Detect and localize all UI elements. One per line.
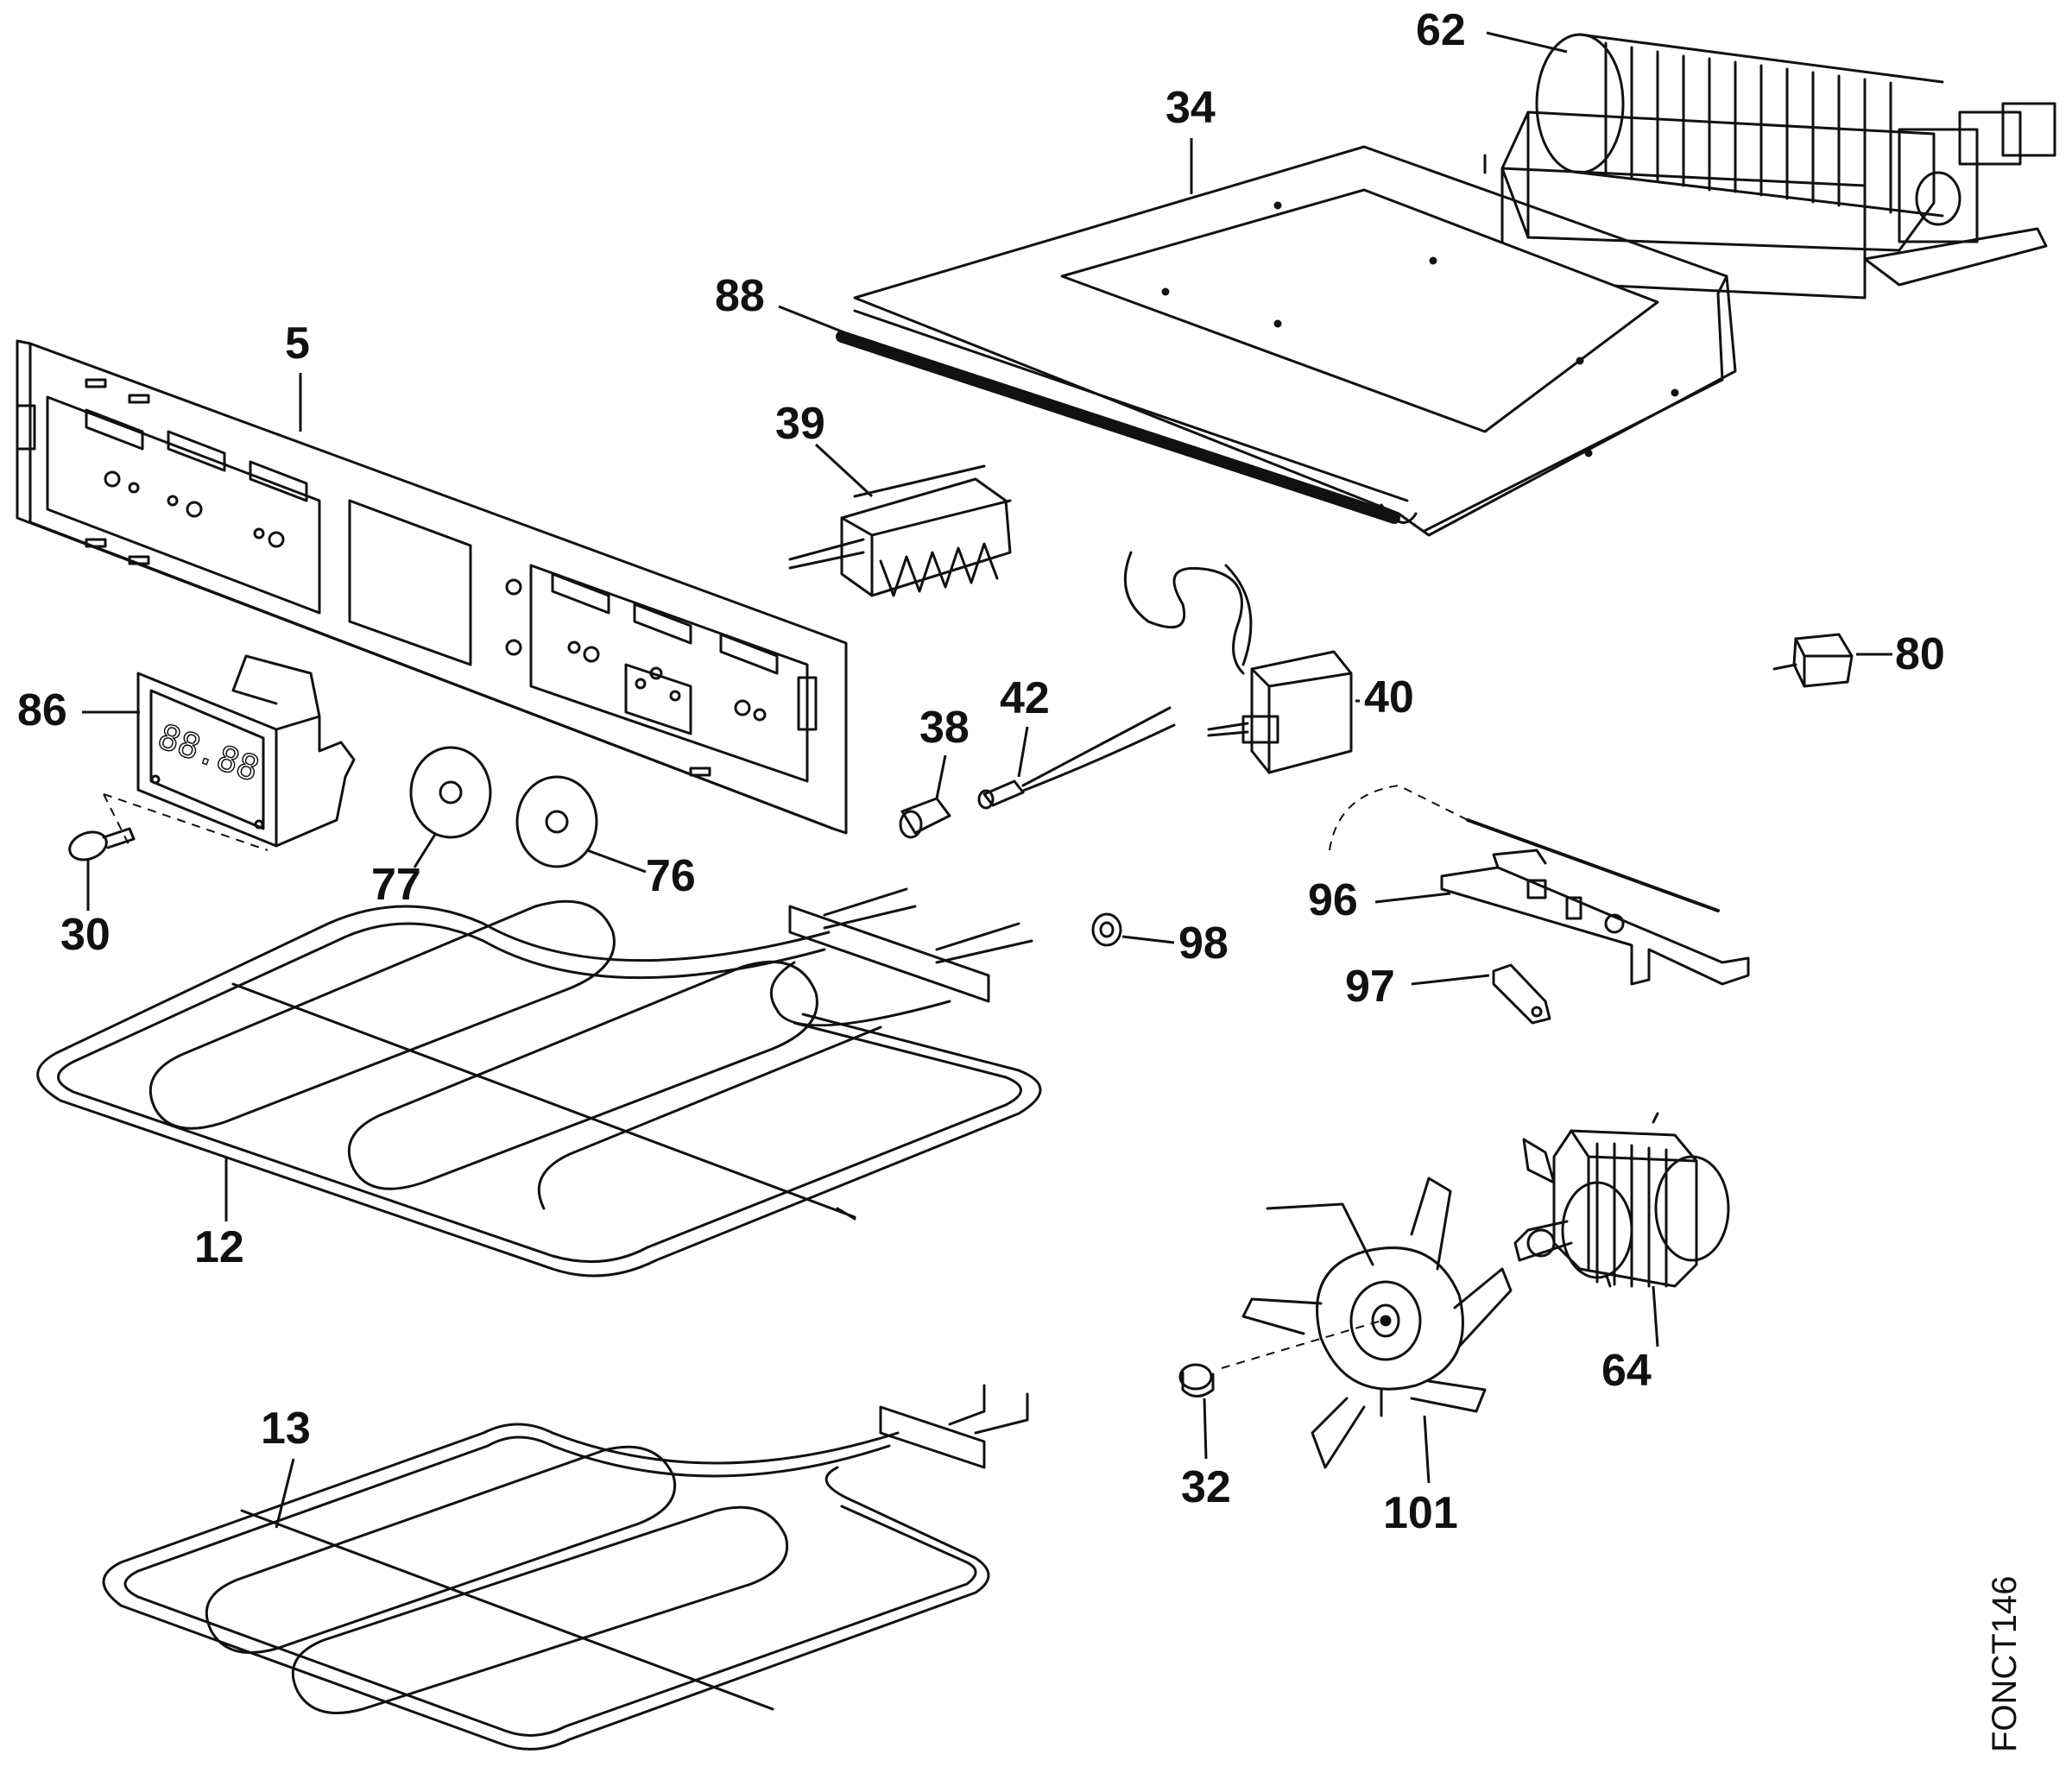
leader-62	[1486, 31, 1568, 54]
label-64: 64	[1601, 1346, 1652, 1396]
label-34: 34	[1166, 83, 1216, 133]
leader-77	[413, 832, 438, 868]
label-13: 13	[261, 1404, 311, 1454]
label-98: 98	[1178, 918, 1229, 969]
leader-96	[1374, 892, 1451, 904]
part-98-grommet	[1091, 912, 1122, 947]
label-5: 5	[285, 319, 310, 369]
label-88: 88	[715, 271, 765, 321]
dash-32-to-101	[1221, 1320, 1382, 1369]
leader-98	[1121, 935, 1175, 944]
leader-39	[814, 443, 874, 498]
part-101-fan-impeller	[1241, 1177, 1513, 1469]
part-97-clip	[1492, 963, 1551, 1025]
part-32-fan-nut	[1178, 1363, 1215, 1398]
part-80-safety-thermostat	[1772, 633, 1854, 688]
label-32: 32	[1181, 1462, 1231, 1512]
label-42: 42	[1000, 673, 1050, 723]
display-readout: 88.88	[153, 716, 264, 789]
part-38-lamp-holder	[899, 797, 951, 839]
label-86: 86	[17, 685, 67, 735]
leader-13	[275, 1458, 295, 1529]
part-34-top-cover	[853, 145, 1737, 537]
label-96: 96	[1308, 875, 1358, 925]
leader-42	[1017, 726, 1029, 778]
part-64-fan-motor	[1513, 1112, 1730, 1288]
part-77-trim-disc	[409, 746, 492, 839]
part-39-selector-switch	[788, 464, 1012, 597]
label-12: 12	[194, 1222, 244, 1272]
leader-101	[1423, 1415, 1431, 1484]
dash-86-to-30	[103, 793, 268, 851]
part-76-trim-disc	[515, 775, 598, 868]
part-86-display-programmer	[136, 654, 356, 848]
label-97: 97	[1345, 962, 1395, 1012]
leader-32	[1203, 1398, 1208, 1460]
part-42-indicator-lamp	[977, 706, 1176, 810]
label-101: 101	[1383, 1488, 1458, 1538]
part-88-seal-strip	[836, 309, 1418, 524]
part-62-tangential-fan	[1483, 33, 2056, 300]
part-12-grill-element	[36, 887, 1042, 1278]
label-62: 62	[1416, 5, 1466, 55]
part-13-lower-element	[102, 1384, 1029, 1751]
leader-76	[586, 849, 647, 874]
part-96-bracket	[1440, 818, 1750, 986]
leader-97	[1411, 974, 1490, 986]
label-39: 39	[775, 399, 825, 449]
leader-64	[1652, 1285, 1659, 1347]
label-38: 38	[919, 703, 970, 753]
leader-38	[935, 754, 947, 799]
drawing-code: FONCT146	[1986, 1576, 2024, 1753]
label-80: 80	[1895, 629, 1945, 679]
label-77: 77	[371, 860, 421, 910]
label-76: 76	[646, 851, 696, 901]
label-40: 40	[1364, 672, 1414, 722]
dash-96-rod	[1329, 784, 1469, 851]
leader-88	[778, 305, 856, 338]
part-5-control-panel	[16, 339, 848, 835]
part-30-knob	[68, 827, 136, 861]
part-40-thermostat	[1123, 551, 1353, 774]
label-30: 30	[60, 910, 111, 960]
